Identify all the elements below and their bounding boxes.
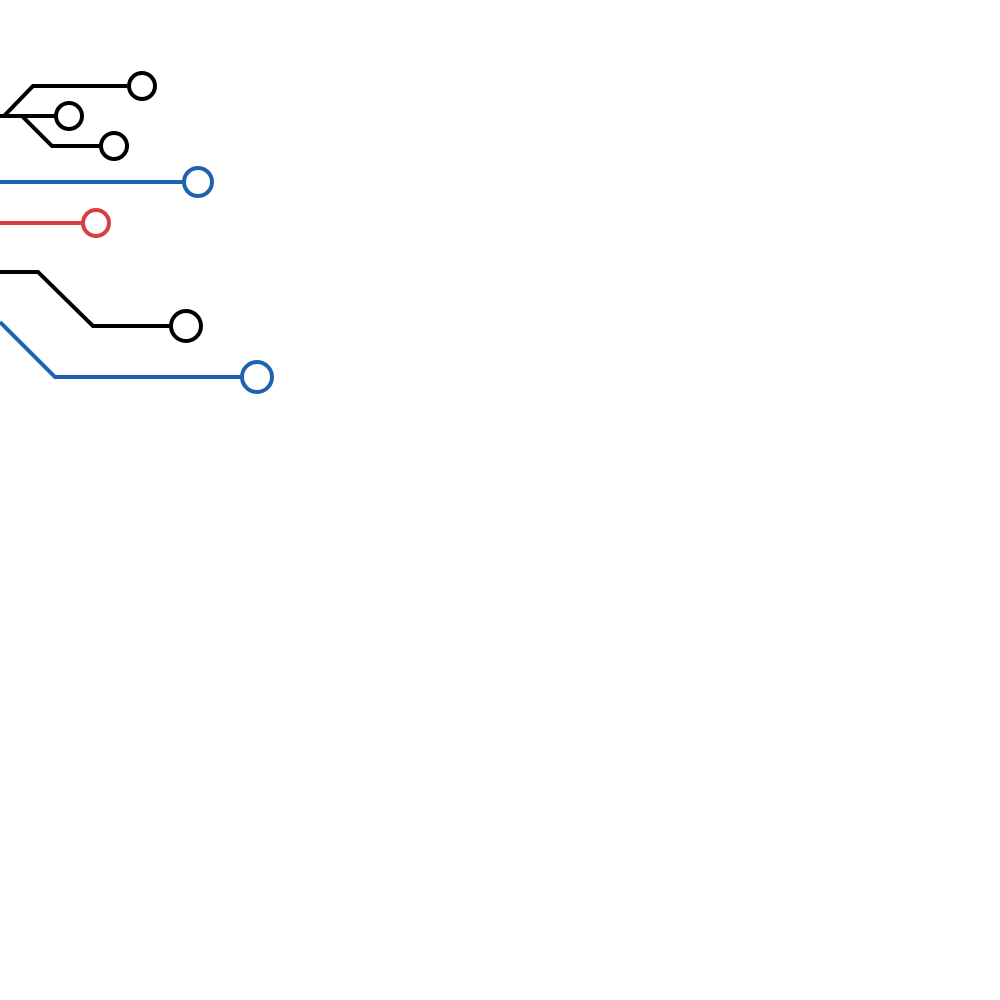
pad-black-top-1 — [127, 71, 157, 101]
trace-blue-lower — [0, 320, 241, 379]
pad-blue-lower — [240, 360, 274, 394]
trace-group-blue-upper — [0, 166, 214, 198]
pad-blue-upper — [182, 166, 214, 198]
trace-black-lower — [0, 270, 170, 328]
pad-black-top-3 — [99, 131, 129, 161]
trace-group-red — [0, 208, 111, 238]
trace-group-black-top — [0, 71, 157, 161]
trace-black-top-3 — [20, 114, 100, 148]
pad-red — [81, 208, 111, 238]
pad-black-lower — [169, 309, 203, 343]
trace-group-blue-lower — [0, 320, 274, 394]
trace-group-black-lower — [0, 270, 203, 343]
pad-black-top-2 — [54, 101, 84, 131]
